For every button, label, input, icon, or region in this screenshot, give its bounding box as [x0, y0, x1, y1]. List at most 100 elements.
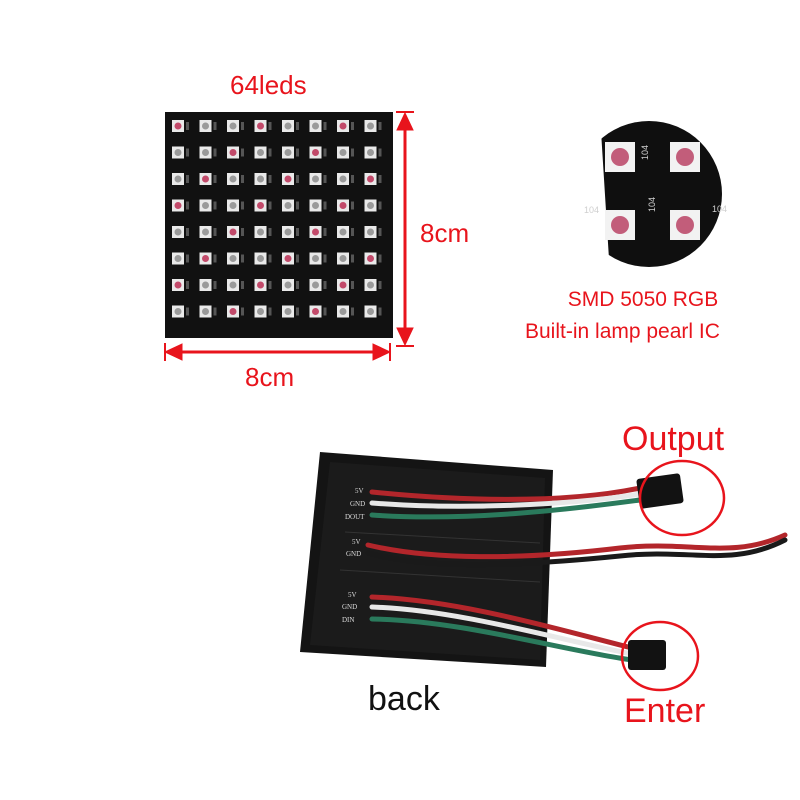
enter-label: Enter	[624, 692, 706, 730]
led	[282, 146, 299, 159]
led	[172, 120, 189, 132]
led	[199, 199, 217, 212]
board-silkscreen: 5V GND DOUT 5V GND 5V GND DIN	[342, 487, 365, 624]
output-connector	[636, 473, 684, 509]
leds-count-label: 64leds	[230, 70, 307, 100]
led	[227, 305, 244, 318]
width-arrow	[163, 343, 392, 361]
led	[309, 252, 327, 265]
led	[254, 173, 272, 185]
led-matrix-panel	[165, 112, 393, 338]
led-closeup	[576, 121, 722, 267]
led	[254, 146, 272, 159]
led	[282, 252, 299, 265]
led	[282, 120, 299, 132]
led	[199, 279, 217, 291]
led	[199, 226, 217, 238]
led	[309, 279, 327, 291]
led	[172, 173, 189, 185]
silk-top-1: GND	[350, 500, 365, 508]
led	[254, 226, 272, 238]
zoom-silk-3: 104	[712, 204, 727, 214]
led	[364, 199, 382, 212]
smd-label-line1: SMD 5050 RGB	[567, 288, 719, 311]
closeup-led	[670, 210, 700, 240]
led	[199, 120, 217, 132]
led	[254, 120, 272, 132]
silk-mid-0: 5V	[352, 538, 361, 546]
led	[172, 199, 189, 212]
back-board	[300, 452, 553, 667]
led	[309, 199, 327, 212]
width-label: 8cm	[245, 362, 295, 392]
led	[227, 279, 244, 291]
height-label: 8cm	[420, 218, 470, 248]
led	[337, 120, 354, 132]
led	[172, 252, 189, 265]
led	[309, 120, 327, 132]
led	[172, 146, 189, 159]
led	[364, 146, 382, 159]
wires	[365, 485, 788, 663]
led	[282, 305, 299, 318]
silk-top-0: 5V	[355, 487, 364, 495]
led	[337, 279, 354, 291]
led	[364, 173, 382, 185]
led	[227, 173, 244, 185]
led	[309, 146, 327, 159]
output-highlight	[638, 459, 726, 537]
enter-connector	[628, 640, 666, 670]
silk-bot-0: 5V	[348, 591, 357, 599]
led	[364, 120, 382, 132]
led	[337, 199, 354, 212]
back-label: back	[368, 680, 440, 718]
led	[199, 146, 217, 159]
silk-bot-2: DIN	[342, 616, 354, 624]
led	[337, 173, 354, 185]
led	[172, 305, 189, 318]
led	[364, 226, 382, 238]
closeup-silkscreen: 104 104 104 104	[584, 145, 727, 215]
zoom-silk-1: 104	[584, 205, 599, 215]
led	[337, 146, 354, 159]
silk-top-2: DOUT	[345, 513, 365, 521]
led	[364, 252, 382, 265]
led	[227, 146, 244, 159]
led	[227, 252, 244, 265]
closeup-led	[605, 142, 635, 172]
led	[282, 226, 299, 238]
zoom-silk-0: 104	[640, 145, 650, 160]
led	[254, 252, 272, 265]
led	[254, 305, 272, 318]
closeup-led	[605, 210, 635, 240]
led	[172, 226, 189, 238]
led	[254, 199, 272, 212]
output-label: Output	[622, 420, 725, 458]
led	[199, 252, 217, 265]
led	[364, 279, 382, 291]
led	[337, 305, 354, 318]
led	[227, 120, 244, 132]
led	[282, 199, 299, 212]
led	[309, 173, 327, 185]
led	[199, 173, 217, 185]
height-arrow	[396, 111, 414, 347]
smd-label-line2: Built-in lamp pearl IC	[525, 320, 720, 343]
silk-mid-1: GND	[346, 550, 361, 558]
led	[282, 173, 299, 185]
led	[282, 279, 299, 291]
led	[227, 199, 244, 212]
led	[337, 252, 354, 265]
zoom-silk-2: 104	[647, 197, 657, 212]
led	[172, 279, 189, 291]
led	[254, 279, 272, 291]
led	[309, 226, 327, 238]
silk-bot-1: GND	[342, 603, 357, 611]
led	[337, 226, 354, 238]
enter-highlight	[620, 620, 700, 692]
led	[227, 226, 244, 238]
closeup-led	[670, 142, 700, 172]
led	[309, 305, 327, 318]
led	[199, 305, 217, 318]
